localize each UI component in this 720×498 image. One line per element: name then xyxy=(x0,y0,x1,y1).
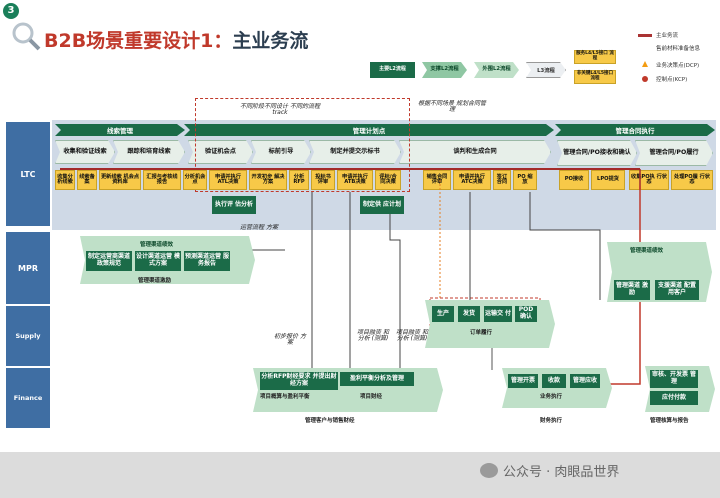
level-note-service: 服务L4/L5接口 流程 xyxy=(574,50,616,64)
legend-item-kcp: 控制点(KCP) xyxy=(656,77,688,83)
l3-po-receive: PO接收 xyxy=(559,170,589,190)
stage-lead-mgmt: 线索管理 xyxy=(55,124,185,136)
fin-invoice: 管理开票 xyxy=(508,374,538,388)
legend-item-dcp: 业务决策点(DCP) xyxy=(656,63,700,69)
fin-left-sub2: 项目财经 xyxy=(360,394,383,400)
l3-contract-decision: 评标/合 同决策 xyxy=(375,170,401,190)
fin-audit-invoice: 审核、开发票 管理 xyxy=(650,370,698,388)
title-main: 主业务流 xyxy=(232,30,309,52)
l2-track-nurture: 跟踪和培育线索 xyxy=(113,140,185,164)
stage-plan-mgmt: 管理计划点 xyxy=(184,124,554,136)
supply-note-3: 项目融资 和分析 (测算) xyxy=(396,329,428,343)
l3-atc-decision: 申请并执行 ATC决策 xyxy=(453,170,491,190)
mpr-right-incentive: 管理渠道 激励 xyxy=(614,280,650,300)
l2-negotiate: 谈判和生成合同 xyxy=(399,140,551,164)
legend: 主业务流 售前材料准备信息 业务决策点(DCP) 控制点(KCP) xyxy=(620,28,720,88)
level-outer-l2: 外围L2流程 xyxy=(474,62,519,78)
level-legend: 主要L2流程 支撑L2流程 外围L2流程 L3流程 服务L4/L5接口 流程 非… xyxy=(370,50,620,84)
supply-ship: 发货 xyxy=(458,306,480,322)
l3-collect-analyse: 收集分析线索 xyxy=(55,170,75,190)
l3-analyse-opportunity: 分析机会点 xyxy=(183,170,207,190)
note-contract-scene: 根据不同场景 规划合同管理 xyxy=(418,100,486,114)
mpr-right-config: 支援渠道 配置用客户 xyxy=(655,280,699,300)
l2-verify-opportunity: 验证机会点 xyxy=(188,140,253,164)
l2-fulfil-po: 管理合同/PO履行 xyxy=(635,140,713,166)
l2-collect-verify: 收集和验证线索 xyxy=(55,140,115,164)
note-stage-track: 不同阶段不同设计 不同的流程track xyxy=(240,103,320,117)
lane-mpr: MPR xyxy=(6,232,50,304)
legend-item-presale: 售前材料准备信息 xyxy=(656,46,701,52)
l3-atb-decision: 申请并执行 ATB决策 xyxy=(337,170,373,190)
l3-atl-decision: 申请并执行 ATL决策 xyxy=(209,170,247,190)
fin-payable: 应付付款 xyxy=(650,391,698,405)
fin-profit-balance: 盈利平衡分析及管理 xyxy=(340,372,414,386)
supply-note-2: 项目融资 和分析 (测算) xyxy=(357,329,389,343)
wechat-icon xyxy=(480,463,498,478)
footer-band xyxy=(0,452,720,498)
dcp-triangle-icon xyxy=(642,61,648,67)
l2-manage-po: 管理合同/PO接收和确认 xyxy=(557,140,637,166)
note-ops-plan: 运营流程 方案 xyxy=(240,224,278,231)
l3-collect-po-status: 收集PO执 行状态 xyxy=(629,170,669,190)
make-supply-plan: 制定供 应计划 xyxy=(360,196,404,214)
mpr-policy: 制定运营商渠道 政策规范 xyxy=(86,251,132,271)
l3-lead-record: 线索备案 xyxy=(77,170,97,190)
mpr-forecast: 预测渠道运营 服务报告 xyxy=(184,251,230,271)
mpr-group-title: 管理渠道绩效 xyxy=(140,242,174,248)
level-support-l2: 支撑L2流程 xyxy=(422,62,467,78)
l3-po-scale: PO 缩 放 xyxy=(513,170,537,190)
page-number-badge: 3 xyxy=(3,3,19,19)
watermark: 公众号 · 肉眼品世界 xyxy=(480,461,619,480)
l3-handle-po-status: 处理PO履 行状态 xyxy=(671,170,713,190)
supply-deliver: 运输交 付 xyxy=(484,306,512,322)
supply-pod: POD 确认 xyxy=(515,306,537,322)
fin-right-caption: 管理核算与报告 xyxy=(650,418,689,424)
fin-mid-caption2: 财务执行 xyxy=(540,418,563,424)
l2-make-bid: 制定并提交示标书 xyxy=(309,140,401,164)
fin-mid-caption: 业务执行 xyxy=(540,394,563,400)
page-title: B2B场景重要设计1：主业务流 xyxy=(44,26,308,53)
fin-left-sub: 项目概算与盈利平衡 xyxy=(260,394,310,400)
l3-row: 收集分析线索 线索备案 更新线索 机会点资料库 汇报与考核线 报告 分析机会点 … xyxy=(55,170,715,192)
watermark-text: 公众号 · 肉眼品世界 xyxy=(503,465,620,480)
l3-bid-review: 投标书 评审 xyxy=(311,170,335,190)
fin-collect: 收款 xyxy=(542,374,566,388)
mpr-footer: 管理渠道激励 xyxy=(138,278,172,284)
main-flow-line-icon xyxy=(638,34,652,37)
supply-note-1: 初步报价 方案 xyxy=(274,333,306,347)
mpr-right-title: 管理渠道绩效 xyxy=(630,248,664,254)
level-note-nonkey: 非关键L4/L5接口 流程 xyxy=(574,70,616,84)
kcp-dot-icon xyxy=(642,76,648,82)
l3-report-lead: 汇报与考核线 报告 xyxy=(143,170,181,190)
mpr-design-mode: 设计渠道运营 模式方案 xyxy=(135,251,181,271)
lane-ltc: LTC xyxy=(6,122,50,226)
magnifier-icon xyxy=(10,20,42,52)
fin-receivable: 管理应收 xyxy=(570,374,600,388)
l3-update-library: 更新线索 机会点资料库 xyxy=(99,170,141,190)
legend-item-main-flow: 主业务流 xyxy=(656,33,679,39)
supply-produce: 生产 xyxy=(432,306,454,322)
level-main-l2: 主要L2流程 xyxy=(370,62,415,78)
l3-analyse-rfp: 分析 RFP xyxy=(289,170,309,190)
l2-pre-bid: 标前引导 xyxy=(251,140,311,164)
lane-supply: Supply xyxy=(6,306,50,366)
lane-finance: Finance xyxy=(6,368,50,428)
title-prefix: B2B场景重要设计1： xyxy=(44,30,233,52)
fin-left-caption: 管理客户与销售财经 xyxy=(305,418,355,424)
l3-lpo-pickup: LPO提货 xyxy=(591,170,625,190)
fin-rfp-analysis: 分析RFP财经要求 并提出财经方案 xyxy=(260,372,338,390)
l3-dev-solution: 开发初步 解决方案 xyxy=(249,170,287,190)
stage-contract-exec: 管理合同执行 xyxy=(555,124,715,136)
l3-contract-review: 销售合同 评审 xyxy=(423,170,451,190)
supply-caption: 订单履行 xyxy=(470,330,493,336)
l3-sign-contract: 签订 合同 xyxy=(493,170,511,190)
stage-dashed-box xyxy=(195,98,410,192)
exec-eval-analysis: 执行评 估分析 xyxy=(212,196,256,214)
